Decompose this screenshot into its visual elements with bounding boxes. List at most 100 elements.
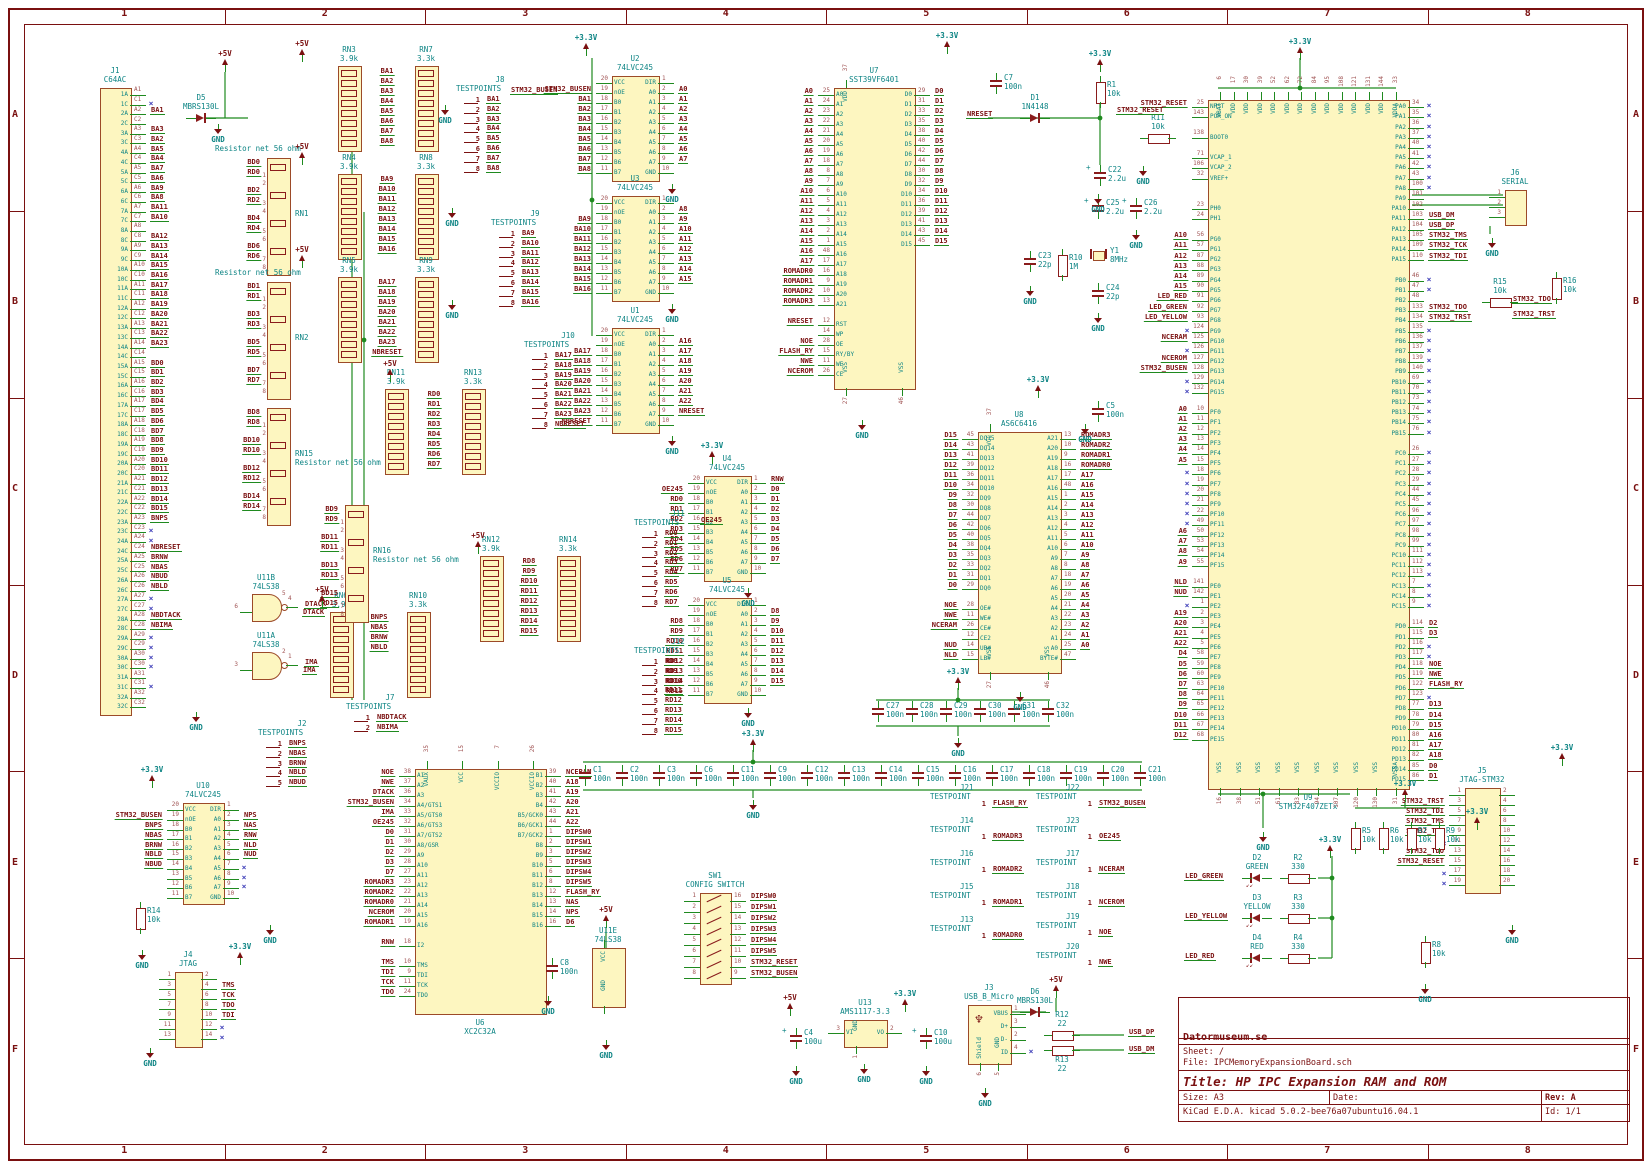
net-label: A18 — [565, 777, 580, 787]
resistor-element — [418, 218, 434, 225]
pin-wire — [1408, 260, 1424, 262]
pin-name: 32A — [117, 693, 128, 701]
wire — [881, 779, 882, 786]
resistor-element — [341, 198, 357, 205]
pin-name: B3 — [614, 249, 622, 256]
net-label: RD14 — [242, 502, 261, 511]
pin-name: B2 — [614, 239, 622, 246]
pin-wire — [658, 213, 674, 214]
pin-wire — [1060, 629, 1076, 630]
pin-wire — [1408, 657, 1424, 659]
pin-number: 12 — [692, 554, 700, 562]
net-label: RD3 — [669, 524, 684, 534]
wire — [1048, 701, 1049, 708]
net-label: RD2 — [664, 548, 679, 558]
pin-wire — [1192, 239, 1208, 241]
pin-number: 62 — [1283, 76, 1291, 84]
pin-number: 1 — [1200, 598, 1204, 606]
pin-name: VSS — [1372, 762, 1380, 773]
no-connect-marker: × — [1426, 386, 1432, 396]
testpoint-ref-j23: J23 — [1066, 816, 1080, 825]
pin-number: 6 — [754, 524, 758, 532]
pin-wire — [1408, 606, 1424, 608]
frame-col-label: 5 — [923, 1145, 930, 1156]
pin-number: 14 — [1196, 445, 1204, 453]
net-label: A1 — [1080, 630, 1091, 640]
pin-wire — [688, 523, 704, 524]
pin-number: 26 — [822, 366, 830, 374]
pin-name: VCC — [185, 805, 196, 813]
net-label: RD10 — [665, 636, 684, 646]
pin-wire — [596, 143, 612, 144]
pin-wire — [159, 1039, 175, 1040]
net-label: STM32_TDO — [1428, 302, 1468, 312]
pin-number: 19 — [1064, 580, 1072, 588]
net-label: STM32_TRST — [1512, 310, 1557, 319]
wire — [1098, 212, 1099, 219]
net-label: A17 — [678, 346, 693, 356]
pin-wire — [658, 293, 674, 294]
pin-wire — [354, 730, 368, 732]
pin-wire — [130, 425, 146, 427]
pin-wire — [1192, 525, 1208, 527]
pin-number: 44 — [966, 510, 974, 518]
pin-name: A0 — [648, 89, 656, 96]
pin-wire — [1396, 788, 1397, 796]
resistor-element — [410, 616, 426, 623]
frame-tick — [8, 210, 24, 212]
component-value: 3.3k — [416, 162, 436, 171]
power-arrow — [299, 255, 305, 261]
pin-wire — [1376, 788, 1378, 796]
pin-number: 15 — [600, 244, 608, 252]
resistor-element — [341, 248, 357, 255]
resistor-element — [270, 288, 286, 295]
gnd-label: GND — [665, 315, 679, 324]
pin-number: 6 — [234, 603, 238, 610]
net-label: STM32_TDO — [1405, 846, 1445, 856]
net-label: DTACK — [304, 600, 328, 609]
pin-number: 10 — [662, 284, 670, 292]
wire — [1492, 238, 1493, 243]
gnd-label: GND — [541, 1007, 555, 1016]
wire — [926, 1066, 927, 1071]
net-label: BD15 — [150, 504, 169, 514]
pin-number: 15 — [458, 745, 466, 753]
pin-number: 8 — [754, 544, 758, 552]
pin-wire — [1499, 865, 1515, 866]
net-label: D12 — [1173, 731, 1188, 740]
net-label: ROMADR3 — [782, 296, 814, 306]
pin-wire — [399, 876, 415, 877]
resistor-element — [341, 291, 357, 298]
pin-name: A6 — [740, 549, 748, 556]
pin-number: 6 — [227, 850, 231, 858]
pin-name: A5 — [648, 391, 656, 398]
pin-number: 7 — [262, 380, 266, 387]
pin-name: B15 — [532, 912, 543, 919]
pin-wire — [1192, 107, 1208, 109]
pin-name: 29A — [117, 635, 128, 643]
pin-name: VCAP_2 — [1210, 164, 1232, 172]
frame-col-label: 5 — [923, 8, 930, 19]
component-ref-rn4: RN4 — [342, 153, 356, 162]
pin-number: C26 — [134, 582, 145, 590]
net-label: BD6 — [246, 242, 261, 251]
net-label: USB_DM — [1428, 210, 1456, 220]
pin-name: A4 — [740, 651, 748, 658]
pin-number: 2 — [1014, 1031, 1018, 1038]
pin-wire — [604, 940, 605, 948]
net-label: DIPSW3 — [750, 925, 778, 934]
pin-number: 5 — [475, 135, 480, 144]
net-label: RD10 — [519, 577, 539, 586]
resistor-element — [333, 666, 349, 673]
frame-col-label: 3 — [522, 8, 529, 19]
net-label: BA12 — [150, 232, 169, 242]
pin-wire — [688, 573, 704, 574]
pin-wire — [730, 933, 746, 935]
pin-number: 39 — [918, 206, 926, 214]
pin-number: 21 — [1196, 496, 1204, 504]
pin-wire — [1449, 805, 1465, 806]
pin-wire — [684, 944, 700, 946]
pin-name: PF6 — [1210, 470, 1221, 478]
wire — [478, 547, 479, 554]
component-value: 22p — [1106, 292, 1120, 301]
